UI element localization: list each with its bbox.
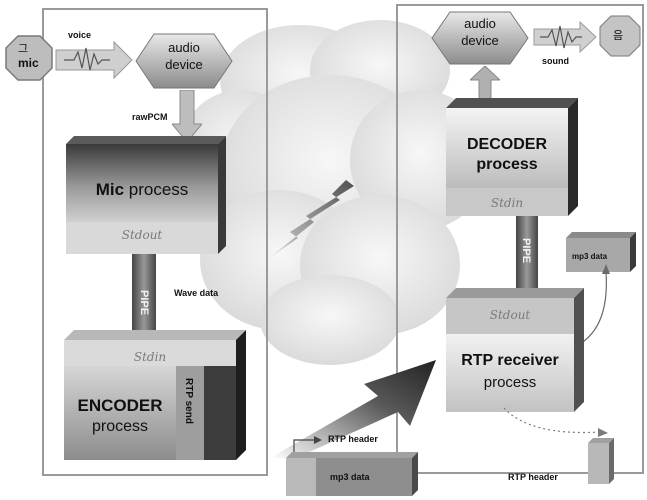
encoder-title-bold: ENCODER (77, 396, 163, 415)
rtp-stream-arrow (270, 360, 436, 458)
receiver-rtp-header-label: RTP header (508, 472, 558, 482)
rawpcm-label: rawPCM (132, 112, 168, 122)
mp3-data-block (286, 452, 418, 496)
receiver-panel (396, 4, 644, 474)
mp3-data-label: mp3 data (330, 472, 370, 482)
rtp-receiver-rest: process (483, 374, 537, 391)
sound-arrow (533, 20, 597, 54)
decoder-title-bold: DECODER (466, 136, 547, 153)
decoder-title-rest: process (476, 156, 538, 173)
voice-label: voice (68, 30, 92, 40)
sender-pipe-label: PIPE (138, 290, 150, 316)
mic-process-title: Mic process (66, 180, 218, 200)
encoder-stdin-label: Stdin (133, 350, 167, 364)
mic-symbol: 그 (18, 43, 29, 55)
decoder-process-box (446, 98, 578, 216)
receiver-audio-line1: audio (464, 16, 496, 31)
receiver-audio-device (431, 11, 529, 65)
receiver-mp3-box (566, 232, 636, 272)
receiver-rtp-header-block (588, 438, 614, 484)
sender-panel (42, 8, 268, 476)
decoder-stdin-label: Stdin (490, 196, 524, 210)
speaker-symbol: 음 (613, 30, 624, 42)
lightning-icon (272, 152, 374, 256)
sender-pipe (132, 254, 156, 334)
sender-audio-line1: audio (168, 40, 200, 55)
speaker-icon (599, 15, 641, 57)
mic-process-bold: Mic (95, 180, 125, 199)
rtp-header-label: RTP header (328, 434, 378, 444)
mic-label: mic (18, 56, 39, 70)
receiver-audio-line2: device (461, 33, 499, 48)
wave-data-label: Wave data (174, 288, 219, 298)
sender-audio-device (135, 33, 233, 89)
rtp-send-label: RTP send (183, 378, 194, 424)
rtp-receiver-box (446, 288, 584, 412)
mic-process-rest: process (128, 180, 189, 199)
mic-process-box (66, 136, 226, 254)
rtp-receiver-bold: RTP receiver (461, 352, 559, 369)
sender-audio-line2: device (165, 57, 203, 72)
receiver-mp3-label: mp3 data (572, 252, 608, 261)
sound-label: sound (542, 56, 569, 66)
voice-arrow (55, 40, 133, 80)
encoder-process-box (64, 330, 246, 460)
rtp-stdout-label: Stdout (489, 308, 531, 322)
receiver-pipe-label: PIPE (520, 238, 532, 264)
rawpcm-arrow (172, 90, 202, 142)
mic-icon (5, 35, 53, 81)
encoder-title-rest: process (91, 418, 149, 435)
rtp-header-dotted-arrow (503, 407, 608, 437)
decoder-to-device-arrow (470, 66, 500, 100)
mic-stdout-label: Stdout (121, 228, 163, 242)
receiver-pipe (516, 216, 538, 290)
